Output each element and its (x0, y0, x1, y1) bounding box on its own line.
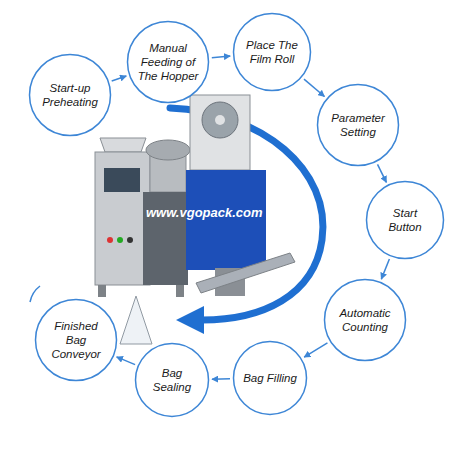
step-label: Bag Sealing (144, 366, 200, 394)
big-arrow-head (176, 306, 204, 334)
step-circle: Parameter Setting (316, 83, 400, 167)
step-label: Parameter Setting (327, 111, 389, 139)
flow-arrow (378, 164, 387, 182)
step-label: Bag Filling (242, 371, 298, 385)
text-box: Start Button (375, 206, 434, 234)
circle-shape (128, 22, 209, 103)
leg (176, 285, 184, 297)
flow-arrow (304, 343, 327, 357)
circle-outline (232, 12, 312, 92)
circle-shape (325, 280, 406, 361)
text-box: Place The Film Roll (242, 38, 301, 66)
flow-arrow (112, 76, 127, 81)
text-box: Start-up Preheating (39, 81, 101, 109)
circle-outline (134, 342, 210, 418)
finished-bag (120, 296, 152, 344)
circle-shape (234, 342, 307, 415)
film-frame (190, 95, 250, 170)
text-box: Bag Filling (242, 371, 298, 385)
left-cabinet (95, 152, 150, 285)
hopper (100, 138, 146, 152)
control-panel (104, 168, 140, 192)
film-roll (202, 102, 238, 138)
film-core (215, 115, 225, 125)
step-circle: Manual Feeding of The Hopper (126, 20, 210, 104)
leg (98, 285, 106, 297)
step-label: Place The Film Roll (242, 38, 301, 66)
step-circle: Start-up Preheating (28, 53, 112, 137)
button (127, 237, 133, 243)
button (117, 237, 123, 243)
step-circle: Bag Sealing (134, 342, 210, 418)
circle-shape (367, 182, 444, 259)
circle-outline (316, 83, 400, 167)
step-circle: Place The Film Roll (232, 12, 312, 92)
circle-shape (234, 14, 311, 91)
circle-shape (30, 55, 111, 136)
step-label: Automatic Counting (334, 306, 396, 334)
step-circle: Bag Filling (232, 340, 308, 416)
circle-outline (28, 53, 112, 137)
step-circle: Automatic Counting (323, 278, 407, 362)
vibrating-bowl (146, 140, 190, 160)
step-label: Manual Feeding of The Hopper (137, 41, 199, 83)
blue-panel (186, 170, 266, 270)
step-label: Start Button (375, 206, 434, 234)
step-circle: Finished Bag Conveyor (34, 298, 118, 382)
step-label: Finished Bag Conveyor (45, 319, 107, 361)
text-box: Parameter Setting (327, 111, 389, 139)
text-box: Bag Sealing (144, 366, 200, 394)
circle-outline (365, 180, 445, 260)
watermark: www.vgopack.com (146, 205, 263, 220)
circle-shape (318, 85, 399, 166)
text-box: Manual Feeding of The Hopper (137, 41, 199, 83)
button (107, 237, 113, 243)
circle-outline (323, 278, 407, 362)
flow-arrow (304, 79, 324, 96)
text-box: Automatic Counting (334, 306, 396, 334)
flow-arrow (381, 259, 389, 279)
circle-shape (36, 300, 117, 381)
step-label: Start-up Preheating (39, 81, 101, 109)
text-box: Finished Bag Conveyor (45, 319, 107, 361)
conveyor-belt (196, 253, 295, 293)
step-circle: Start Button (365, 180, 445, 260)
flow-arrow (212, 378, 230, 380)
circle-shape (136, 344, 209, 417)
flow-arrow (117, 357, 135, 365)
flow-arrow (212, 56, 230, 58)
flow-arc (30, 286, 40, 302)
